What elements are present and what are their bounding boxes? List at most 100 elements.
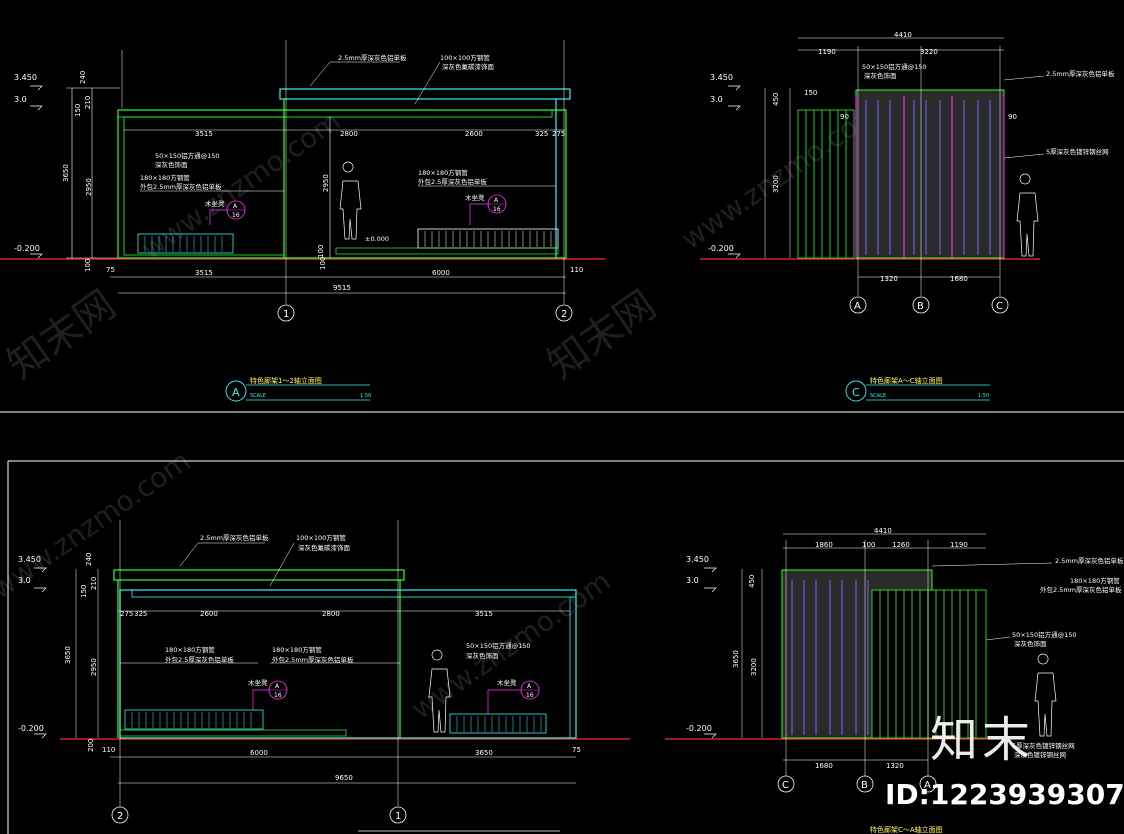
grid-axes: 1 2: [121, 40, 573, 322]
dim-label: 75: [572, 746, 581, 754]
note-slat: 50×150铝方通@150: [155, 151, 220, 160]
beam: [117, 109, 553, 118]
dim-label: 3515: [475, 610, 493, 618]
dim-label: 2600: [465, 130, 483, 138]
dim-label: 3650: [732, 650, 740, 668]
note-column-mid-cladding: 外包2.5mm厚深灰色铝单板: [272, 655, 354, 664]
roof-slab: [113, 569, 405, 581]
scale-figure: [1034, 653, 1057, 737]
level-label: 3.450: [14, 73, 37, 82]
dim-label: 240: [85, 553, 93, 566]
level-label: -0.200: [708, 244, 734, 253]
callout-bottom: 16: [526, 692, 534, 699]
dim-label: 325: [134, 610, 147, 618]
dim-label: 90: [840, 113, 849, 121]
watermark-text: 知末网: [0, 282, 124, 389]
axis-label: A: [924, 780, 931, 791]
note-column-left-cladding: 外包2.5厚深灰色铝单板: [165, 655, 234, 664]
level-label: -0.200: [18, 724, 44, 733]
dim-label: 3200: [772, 175, 780, 193]
note-bench-right: 木坐凳: [465, 193, 485, 202]
bench-left: [124, 709, 264, 730]
level-marks: 3.450 3.0 -0.200: [708, 73, 741, 259]
mesh-frame-lines: [855, 96, 1005, 258]
dim-label: 1320: [880, 275, 898, 283]
annotation-notes: 2.5mm厚深灰色铝单板 100×100方钢管 深灰色氟碳漆饰面 180×180…: [120, 533, 531, 687]
note-column-cladding: 外包2.5mm厚深灰色铝单板: [140, 182, 222, 191]
dim-label: 240: [79, 71, 87, 84]
title-text: 特色廊架C～A轴立面图: [870, 825, 943, 834]
grid-axes: 2 1: [111, 520, 560, 832]
note-beam: 100×100方钢管: [296, 533, 346, 542]
vertical-dimension-labels: 240 150 210 3650 2950 100: [62, 71, 93, 272]
dim-label: 6000: [432, 269, 450, 277]
bottom-dimension-labels: 110 6000 3650 75 9650: [102, 746, 581, 784]
callout-top: A: [527, 683, 532, 690]
image-id-label: ID:1223939307: [885, 778, 1124, 811]
dim-label: 1190: [950, 541, 968, 549]
note-column-right: 180×180方钢管: [418, 168, 468, 177]
note-bench-right: 木坐凳: [497, 678, 517, 687]
dim-label: 2600: [200, 610, 218, 618]
note-slat: 50×150铝方通@150: [862, 62, 927, 71]
overall-dim: 4410: [894, 31, 912, 39]
dim-label: 210: [84, 96, 92, 109]
bench-right: [449, 713, 547, 734]
dim-label: 2950: [322, 174, 330, 192]
callout-top: A: [494, 197, 499, 204]
elevation-1-2: 3.450 3.0 -0.200 240 150 210 3650 2950 1…: [0, 40, 605, 402]
note-roof: 2.5mm厚深灰色铝单板: [1046, 69, 1115, 78]
dim-label: 2950: [85, 178, 93, 196]
brand-logo: 知末: [930, 712, 1035, 768]
dim-label: 75: [106, 266, 115, 274]
dim-label: 1320: [886, 762, 904, 770]
dim-label: 2800: [322, 610, 340, 618]
mesh-vertical-lines: [791, 580, 869, 735]
note-slat: 50×150铝方通@150: [466, 641, 531, 650]
dim-label: 210: [90, 577, 98, 590]
note-column-cladding: 外包2.5mm厚深灰色铝单板: [1040, 585, 1122, 594]
dim-label: 450: [772, 93, 780, 106]
grid-axes: C B A: [777, 540, 937, 793]
bottom-dimension-labels: 75 3515 100 6000 110 9515: [106, 257, 583, 294]
floor-slab: [335, 247, 559, 255]
axis-label: A: [854, 301, 861, 312]
axis-label: 2: [117, 811, 123, 822]
level-label: 3.450: [686, 555, 709, 564]
scale-figure: [428, 649, 451, 733]
callout-bottom: 16: [274, 692, 282, 699]
dim-label: 2800: [340, 130, 358, 138]
dim-label: 100: [862, 541, 875, 549]
note-wall: 5厚深灰色镀锌钢丝网: [1046, 147, 1109, 156]
axis-label: B: [861, 780, 868, 791]
dim-label: 150: [74, 104, 82, 117]
note-roof: 2.5mm厚深灰色铝单板: [200, 533, 269, 542]
axis-label: C: [996, 301, 1003, 312]
dim-label: 3200: [750, 658, 758, 676]
scale-value: 1:50: [360, 393, 371, 399]
level-marks: 3.450 3.0 -0.200: [18, 555, 47, 739]
annotation-notes: 2.5mm厚深灰色铝单板 180×180方钢管 外包2.5mm厚深灰色铝单板 5…: [931, 556, 1124, 759]
note-slat-finish: 深灰色饰面: [864, 71, 897, 80]
dim-label: 6000: [250, 749, 268, 757]
title-text: 特色廊架A～C轴立面图: [870, 376, 943, 385]
dim-label: 110: [570, 266, 583, 274]
dim-label: 3650: [62, 164, 70, 182]
slat-screen: [797, 109, 855, 259]
scale-figure: [1016, 173, 1039, 257]
dim-label: 3650: [475, 749, 493, 757]
top-dimension-labels: 275 325 2600 2800 3515: [118, 610, 570, 618]
dim-label: 1260: [892, 541, 910, 549]
dim-label: 1190: [818, 48, 836, 56]
zero-level: ±0.000: [365, 235, 389, 243]
title-tag: C: [852, 386, 860, 399]
level-label: 3.0: [686, 576, 699, 585]
dim-label: 150: [80, 585, 88, 598]
dim-label: 100: [84, 259, 92, 272]
note-column-mid: 180×180方钢管: [272, 645, 322, 654]
title-tag: A: [232, 386, 240, 399]
level-label: 3.0: [14, 95, 27, 104]
mesh-vertical-lines: [865, 100, 991, 255]
watermark-layer: www.znzmo.com www.znzmo.com www.znzmo.co…: [0, 94, 886, 726]
detail-callout: A 16 A 16: [252, 680, 540, 714]
